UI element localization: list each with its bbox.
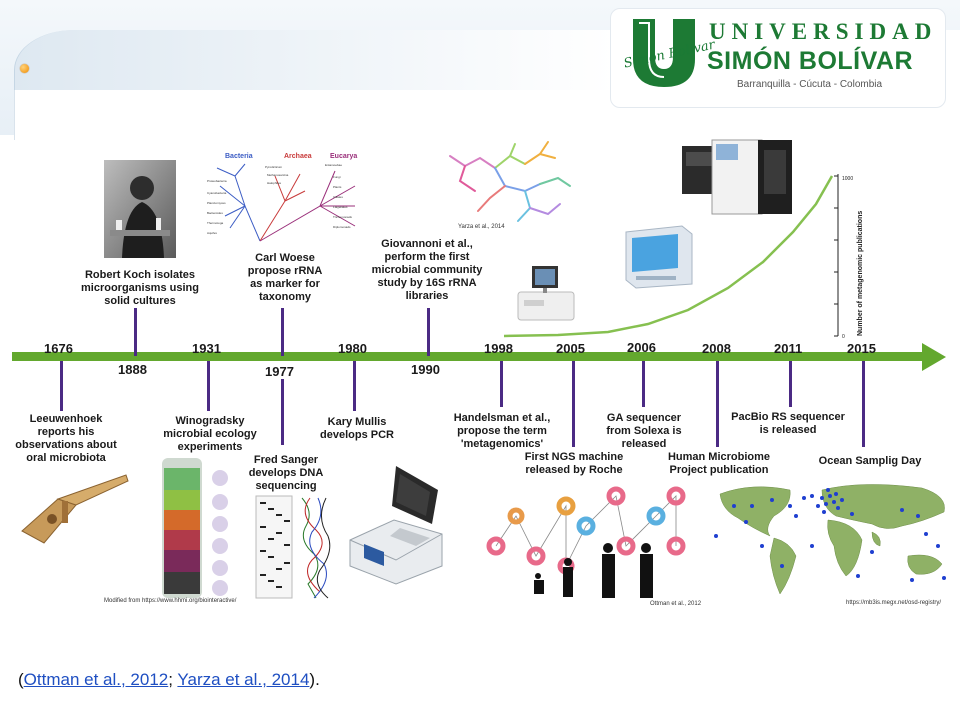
year-2005: 2005 xyxy=(556,341,585,356)
citation-link-yarza[interactable]: Yarza et al., 2014 xyxy=(177,670,310,689)
tick-2015 xyxy=(862,361,865,447)
svg-text:Proteobacteria: Proteobacteria xyxy=(207,179,227,183)
year-1676: 1676 xyxy=(44,341,73,356)
svg-text:Flagellates: Flagellates xyxy=(333,205,348,209)
event-ga: GA sequencer from Solexa is released xyxy=(606,412,682,450)
robert-koch-photo xyxy=(104,160,176,258)
tick-1977-down xyxy=(281,379,284,445)
event-winogradsky: Winogradsky microbial ecology experiment… xyxy=(163,415,257,453)
svg-text:Halophiles: Halophiles xyxy=(267,181,282,185)
university-logo: Simón Bolívar UNIVERSIDAD SIMÓN BOLÍVAR … xyxy=(610,8,946,108)
event-koch: Robert Koch isolates microorganisms usin… xyxy=(81,269,199,307)
credit-ottman: Ottman et al., 2012 xyxy=(650,601,702,607)
timeline-figure: 1676 1888 1931 1977 1980 1990 1998 2005 … xyxy=(0,136,960,616)
svg-text:Methanosarcina: Methanosarcina xyxy=(267,173,289,177)
svg-text:Ciliates: Ciliates xyxy=(333,195,343,199)
citation-line: (Ottman et al., 2012; Yarza et al., 2014… xyxy=(18,670,320,690)
winogradsky-column-image xyxy=(162,458,228,598)
tree-label-archaea: Archaea xyxy=(284,153,312,160)
citation-separator: ; xyxy=(168,670,178,689)
event-hmp: Human Microbiome Project publication xyxy=(667,451,771,476)
tick-1990 xyxy=(427,308,430,356)
svg-text:Entamoebae: Entamoebae xyxy=(325,163,342,167)
tick-2005 xyxy=(572,361,575,447)
svg-text:Aquifex: Aquifex xyxy=(207,231,218,235)
credit-hhmi: Modified from https://www.hhmi.org/bioin… xyxy=(104,598,237,604)
publications-growth-chart: 1000 0 Number of metagenomic publication… xyxy=(503,174,864,340)
tick-2008 xyxy=(716,361,719,447)
chart-ymax-label: 1000 xyxy=(842,176,853,182)
tick-1931 xyxy=(207,361,210,411)
logo-universidad-text: UNIVERSIDAD xyxy=(709,19,938,44)
sanger-sequencing-gel-image xyxy=(255,495,331,599)
year-1998: 1998 xyxy=(484,341,513,356)
timeline-axis xyxy=(12,352,927,361)
year-1931: 1931 xyxy=(192,341,221,356)
year-2011: 2011 xyxy=(774,341,803,356)
svg-text:Pyrodicticum: Pyrodicticum xyxy=(265,165,283,169)
logo-simon-bolivar-text: SIMÓN BOLÍVAR xyxy=(707,47,914,75)
citation-open-paren: ( xyxy=(18,670,24,689)
year-1980: 1980 xyxy=(338,341,367,356)
svg-text:Diplomonads: Diplomonads xyxy=(333,225,351,229)
citation-close-paren: ). xyxy=(309,670,320,689)
svg-text:Plants: Plants xyxy=(333,185,342,189)
logo-cities-text: Barranquilla - Cúcuta - Colombia xyxy=(737,79,883,90)
event-giovannoni: Giovannoni et al., perform the first mic… xyxy=(371,238,483,302)
event-osd: Ocean Samplig Day xyxy=(818,455,922,467)
leeuwenhoek-microscope-image xyxy=(21,474,129,544)
svg-text:Bacteroides: Bacteroides xyxy=(207,211,223,215)
microbiome-development-image xyxy=(486,486,686,598)
event-leeuwenhoek: Leeuwenhoek reports his observations abo… xyxy=(15,413,117,464)
tick-2006 xyxy=(642,361,645,407)
tree-label-bacteria: Bacteria xyxy=(225,153,253,160)
tick-1888 xyxy=(134,308,137,356)
svg-text:Trichomonads: Trichomonads xyxy=(333,215,352,219)
chart-ylabel: Number of metagenomic publications xyxy=(857,211,864,336)
tick-1977-up xyxy=(281,308,284,356)
pacbio-rs-instrument-image xyxy=(682,139,792,215)
event-ngs: First NGS machine released by Roche xyxy=(524,451,624,476)
pcr-thermocycler-image xyxy=(349,466,443,585)
year-2015: 2015 xyxy=(847,341,876,356)
year-1990: 1990 xyxy=(411,362,440,377)
event-handelsman: Handelsman et al., propose the term 'met… xyxy=(453,412,551,450)
phylogenetic-tree-image: ProteobacteriaCyanobacteriaPlanctomyces … xyxy=(207,163,356,242)
solexa-ga-instrument-image xyxy=(625,225,693,289)
year-2008: 2008 xyxy=(702,341,731,356)
svg-text:Fungi: Fungi xyxy=(333,175,341,179)
rrna-network-image xyxy=(449,141,571,222)
event-pacbio: PacBio RS sequencer is released xyxy=(731,411,845,436)
roche-454-instrument-image xyxy=(517,266,575,321)
tick-1676 xyxy=(60,361,63,411)
tree-label-eucarya: Eucarya xyxy=(330,153,358,160)
svg-text:Thermotoga: Thermotoga xyxy=(207,221,224,225)
tick-1980 xyxy=(353,361,356,411)
ocean-sampling-world-map xyxy=(714,484,946,595)
year-1888: 1888 xyxy=(118,362,147,377)
event-mullis: Kary Mullis develops PCR xyxy=(320,416,394,441)
credit-osd: https://mb3is.megx.net/osd-registry/ xyxy=(846,600,942,606)
chart-y0-label: 0 xyxy=(842,334,845,340)
svg-text:Planctomyces: Planctomyces xyxy=(207,201,226,205)
bullet-icon xyxy=(20,64,29,73)
slide-header-shine xyxy=(14,30,614,90)
tick-2011 xyxy=(789,361,792,407)
event-woese: Carl Woese propose rRNA as marker for ta… xyxy=(247,252,323,303)
tick-1998 xyxy=(500,361,503,407)
university-u-emblem-icon xyxy=(633,19,695,87)
year-1977: 1977 xyxy=(265,364,294,379)
year-2006: 2006 xyxy=(627,340,656,355)
timeline-arrow-head xyxy=(922,343,946,371)
citation-link-ottman[interactable]: Ottman et al., 2012 xyxy=(23,670,169,689)
svg-text:Cyanobacteria: Cyanobacteria xyxy=(207,191,227,195)
credit-yarza: Yarza et al., 2014 xyxy=(458,224,505,230)
event-sanger: Fred Sanger develops DNA sequencing xyxy=(248,454,324,492)
